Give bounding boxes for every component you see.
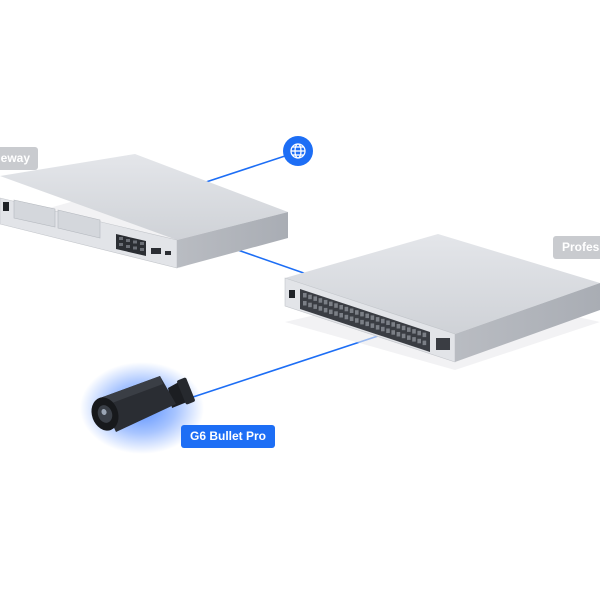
switch-port <box>308 302 312 308</box>
switch-port <box>370 323 375 328</box>
switch-port <box>381 318 385 324</box>
switch-port <box>308 294 312 300</box>
switch-port <box>355 318 359 323</box>
camera-label: G6 Bullet Pro <box>181 425 276 448</box>
switch-port <box>339 305 343 310</box>
link-switch-camera <box>189 335 379 399</box>
switch-port <box>391 330 395 335</box>
switch-port <box>313 296 317 301</box>
camera-label-text: G6 Bullet Pro <box>190 429 267 443</box>
switch-port <box>401 333 406 339</box>
switch-port <box>422 332 427 338</box>
switch-port <box>407 327 411 332</box>
switch-port <box>349 316 354 321</box>
switch-port <box>329 301 333 307</box>
switch-port <box>323 299 328 305</box>
switch-port <box>396 332 401 337</box>
switch-port <box>417 330 421 336</box>
switch-port <box>401 325 406 331</box>
switch-port <box>318 298 323 303</box>
switch-port <box>318 306 323 311</box>
switch-port <box>329 309 333 315</box>
switch-port <box>303 293 307 298</box>
globe-icon <box>290 143 306 159</box>
switch-port <box>417 338 421 344</box>
switch-port <box>381 326 385 332</box>
switch-port <box>334 303 338 308</box>
switch-port <box>407 335 411 340</box>
switch-port <box>365 321 369 327</box>
switch-port <box>386 328 390 333</box>
switch-port <box>303 301 307 306</box>
switch-port <box>375 325 380 330</box>
camera-device[interactable] <box>80 362 204 454</box>
switch-port <box>334 311 338 316</box>
switch-device[interactable] <box>284 234 600 370</box>
gateway-label-text: eway <box>0 151 30 165</box>
switch-port <box>422 340 427 346</box>
gateway-device[interactable] <box>0 154 288 269</box>
switch-port <box>313 304 317 309</box>
switch-label: Profess <box>553 236 600 259</box>
switch-label-text: Profess <box>562 240 600 254</box>
switch-port <box>375 317 380 322</box>
link-gateway-internet <box>199 155 286 185</box>
switch-port <box>386 320 390 325</box>
switch-port <box>396 324 401 329</box>
switch-port <box>344 306 349 312</box>
switch-port <box>365 313 369 319</box>
switch-port <box>349 308 354 313</box>
switch-port <box>412 337 416 342</box>
switch-port <box>360 319 364 325</box>
gateway-label: eway <box>0 147 38 170</box>
switch-port <box>360 311 364 317</box>
switch-port <box>355 310 359 315</box>
internet-node[interactable] <box>283 136 313 166</box>
switch-port <box>339 313 343 318</box>
switch-port <box>344 314 349 320</box>
switch-port <box>412 329 416 334</box>
switch-port <box>323 307 328 313</box>
switch-port <box>391 322 395 327</box>
switch-port <box>370 315 375 320</box>
